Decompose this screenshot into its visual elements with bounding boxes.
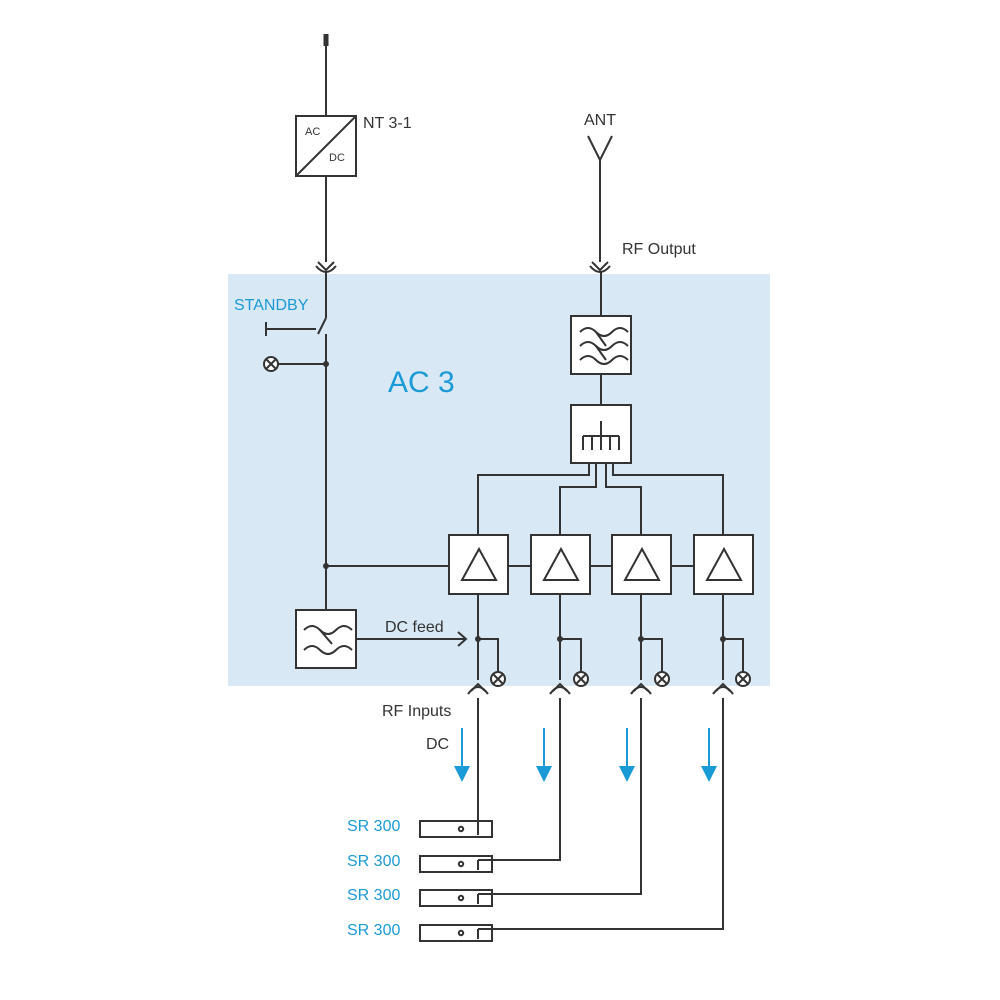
rf-input-arrow-icon	[715, 682, 731, 692]
receivers: SR 300 SR 300 SR 300 SR 300	[347, 698, 724, 942]
channel-outputs	[467, 594, 751, 695]
antenna-icon	[587, 135, 613, 163]
receiver-3: SR 300	[347, 698, 642, 907]
rf-output-label: RF Output	[622, 241, 696, 258]
power-supply-block: AC DC	[295, 115, 357, 177]
rf-input-socket-icon	[712, 686, 734, 695]
channel-led-icon	[490, 671, 506, 687]
rf-output-arrow-icon	[591, 261, 609, 272]
rf-input-arrow-icon	[470, 682, 486, 692]
receiver-label: SR 300	[347, 853, 400, 870]
device-title: AC 3	[388, 366, 455, 399]
receiver-label: SR 300	[347, 887, 400, 904]
receiver-1: SR 300	[347, 698, 493, 838]
receiver-body	[419, 820, 493, 838]
rf-input-socket-icon	[467, 686, 489, 695]
dc-feed-arrow-icon	[457, 631, 468, 647]
receiver-body	[419, 889, 493, 907]
power-supply-label: NT 3-1	[363, 115, 412, 132]
junction-dot	[323, 361, 329, 367]
amplifier-block-4	[693, 534, 754, 595]
receiver-label: SR 300	[347, 922, 400, 939]
rf-input-socket-icon	[630, 686, 652, 695]
channel-2	[549, 594, 589, 695]
channel-led-icon	[735, 671, 751, 687]
rf-input-arrow-icon	[552, 682, 568, 692]
standby-switch-icon	[317, 317, 327, 335]
splitter-outputs	[477, 463, 724, 535]
amplifier-block-3	[611, 534, 672, 595]
rf-splitter-block	[570, 404, 632, 464]
antenna-label: ANT	[584, 112, 616, 129]
ac-label: AC	[305, 126, 320, 138]
dc-socket-arrow-icon	[317, 261, 335, 272]
receiver-cable	[478, 698, 561, 861]
channel-1	[467, 594, 506, 695]
receiver-cable	[478, 698, 642, 895]
dc-small-label: DC	[329, 152, 345, 164]
rf-inputs-label: RF Inputs	[382, 703, 451, 720]
standby-label: STANDBY	[234, 297, 309, 314]
receiver-2: SR 300	[347, 698, 561, 873]
receiver-4: SR 300	[347, 698, 724, 942]
receiver-body	[419, 924, 493, 942]
receiver-label: SR 300	[347, 818, 400, 835]
channel-led-icon	[573, 671, 589, 687]
amplifier-block-2	[530, 534, 591, 595]
dc-feed-label: DC feed	[385, 619, 444, 636]
channel-4	[712, 594, 751, 695]
amplifier-block-1	[448, 534, 509, 595]
standby-led-icon	[263, 356, 279, 372]
receiver-body	[419, 855, 493, 873]
receiver-cable	[478, 698, 724, 930]
channel-led-icon	[654, 671, 670, 687]
channel-3	[630, 594, 670, 695]
rf-filter-block	[570, 315, 632, 375]
rf-input-arrow-icon	[633, 682, 649, 692]
rf-input-socket-icon	[549, 686, 571, 695]
dc-label: DC	[426, 736, 449, 753]
dc-feed-filter-block	[295, 609, 357, 669]
